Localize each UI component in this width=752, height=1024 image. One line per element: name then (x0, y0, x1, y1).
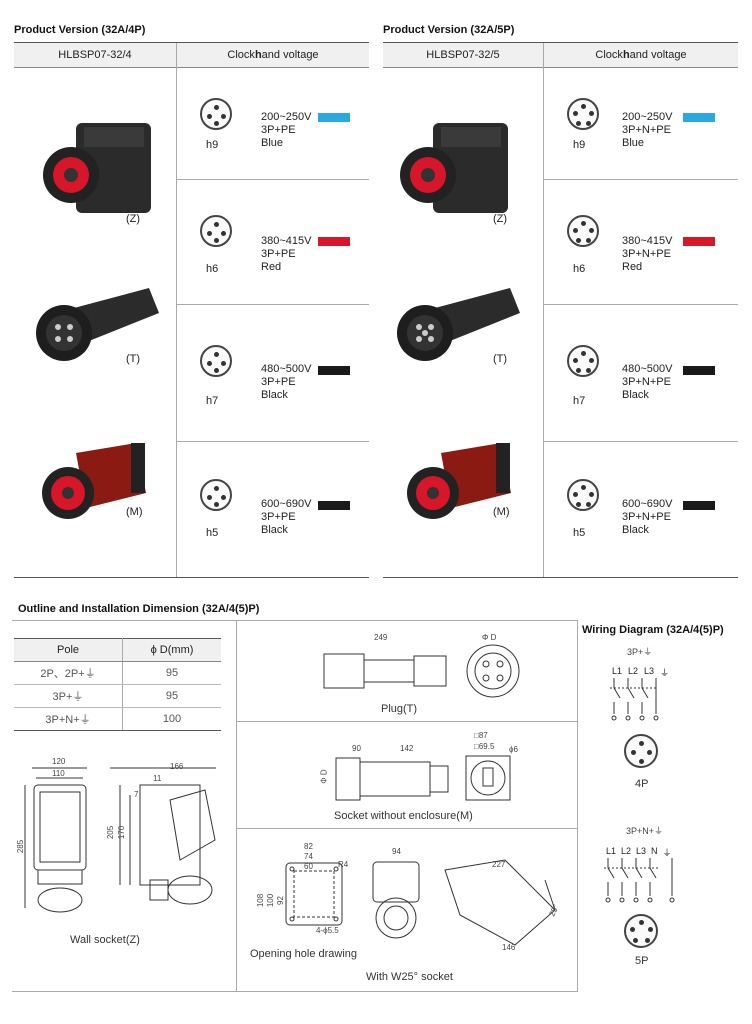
left-model-header: HLBSP07-32/4 (14, 43, 177, 68)
right-product-m: (M) (493, 506, 510, 518)
wiring-5p-caption: 5P (635, 955, 649, 967)
right-row3-color-swatch (683, 366, 715, 375)
pole-header: Pole (14, 638, 123, 662)
right-model-header: HLBSP07-32/5 (383, 43, 544, 68)
pin-diagram-5p-h5-icon (567, 479, 599, 511)
plug-5p-image (397, 288, 520, 361)
left-row1-color-swatch (318, 113, 350, 122)
plug-image (36, 288, 159, 361)
wall-socket-5p-image (400, 123, 508, 213)
right-clock-header: Clock h and voltage (544, 43, 738, 68)
wiring-5p-label: 3P+N+⏚ (626, 826, 664, 836)
table-row: 2P、2P+⏚ 95 (14, 661, 221, 685)
pin-diagram-h5-icon (200, 479, 232, 511)
right-product-t: (T) (493, 353, 508, 365)
left-row1-code: h9 (206, 139, 219, 151)
wiring-4p-pin-icon (624, 734, 658, 768)
table-row: 3P+N+⏚ 100 (14, 707, 221, 731)
pole-table: Pole ϕ D(mm) 2P、2P+⏚ 95 3P+⏚ 95 3P+N+⏚ 1… (14, 638, 221, 731)
right-row2-color-swatch (683, 237, 715, 246)
right-row4-color-swatch (683, 501, 715, 510)
left-row2-color-swatch (318, 237, 350, 246)
right-row1-code: h9 (573, 139, 586, 151)
outline-title: Outline and Installation Dimension (32A/… (18, 603, 260, 615)
wiring-4p-caption: 4P (635, 778, 649, 790)
pin-diagram-h6-icon (200, 215, 232, 247)
pin-diagram-5p-h6-icon (567, 215, 599, 247)
left-row4-code: h5 (206, 527, 219, 539)
w25-socket-drawing (372, 859, 556, 946)
plug-drawing (323, 644, 520, 698)
left-product-z: (Z) (126, 213, 141, 225)
right-row2-code: h6 (573, 263, 586, 275)
wiring-5p-switch-diagram (604, 858, 675, 903)
left-clock-header: Clock h and voltage (177, 43, 369, 68)
left-version-table: HLBSP07-32/4 Clock h and voltage (Z) (T)… (14, 42, 369, 578)
left-product-t: (T) (126, 353, 141, 365)
left-row2-code: h6 (206, 263, 219, 275)
right-section-title: Product Version (32A/5P) (383, 24, 515, 36)
left-row4-color-swatch (318, 501, 350, 510)
wiring-4p-label: 3P+⏚ (627, 647, 653, 657)
coupler-image (42, 443, 146, 519)
wiring-4p-switch-diagram (610, 678, 659, 721)
hole-caption: Opening hole drawing (250, 948, 358, 960)
left-row3-code: h7 (206, 395, 219, 407)
wall-socket-caption: Wall socket(Z) (70, 934, 140, 946)
w25-caption: With W25° socket (366, 971, 453, 983)
plug-caption: Plug(T) (381, 703, 418, 715)
wiring-title: Wiring Diagram (32A/4(5)P) (582, 624, 724, 636)
left-section-title: Product Version (32A/4P) (14, 24, 146, 36)
right-product-z: (Z) (493, 213, 508, 225)
wall-socket-image (43, 123, 151, 213)
left-row3-color-swatch (318, 366, 350, 375)
left-product-m: (M) (126, 506, 143, 518)
socket-caption: Socket without enclosure(M) (334, 810, 473, 822)
pin-diagram-5p-h9-icon (567, 98, 599, 130)
coupler-5p-image (407, 443, 511, 519)
table-row: 3P+⏚ 95 (14, 684, 221, 708)
pin-diagram-h9-icon (200, 98, 232, 130)
wall-socket-drawing (24, 767, 216, 913)
socket-drawing (335, 755, 511, 801)
right-version-table: HLBSP07-32/5 Clock h and voltage (Z) (T)… (383, 42, 738, 578)
diameter-header: ϕ D(mm) (122, 638, 221, 662)
hole-drawing (285, 862, 343, 926)
wiring-5p-pin-icon (624, 914, 658, 948)
pin-diagram-5p-h7-icon (567, 345, 599, 377)
pin-diagram-h7-icon (200, 345, 232, 377)
right-row4-code: h5 (573, 527, 586, 539)
right-row3-code: h7 (573, 395, 586, 407)
right-row1-color-swatch (683, 113, 715, 122)
